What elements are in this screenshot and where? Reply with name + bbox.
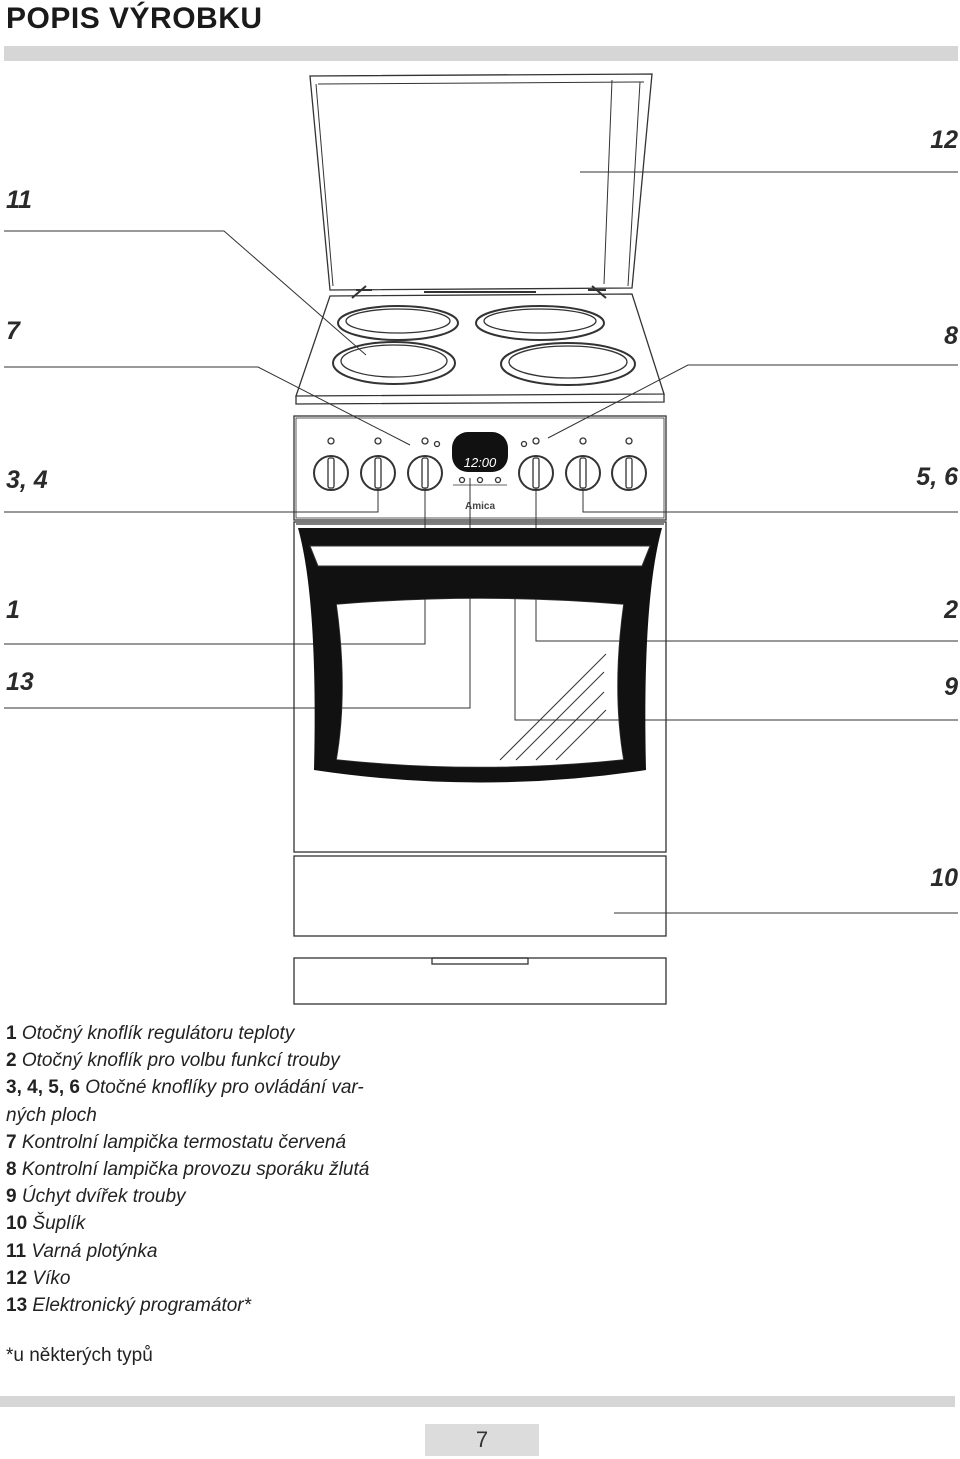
callout-label-10: 10 [930,864,958,892]
title-underline-bar [4,46,958,61]
lamp-operation-yellow [520,440,528,448]
drawer [293,855,667,937]
legend-item: 9 Úchyt dvířek trouby [6,1186,186,1208]
callout-label-8: 8 [944,322,958,350]
callout-label-2: 2 [944,596,958,624]
legend-item: 8 Kontrolní lampička provozu sporáku žlu… [6,1159,370,1181]
page-number: 7 [425,1424,539,1456]
callout-label-11: 11 [6,186,32,214]
callout-label-5-6: 5, 6 [916,463,958,491]
legend-list: 1 Otočný knoflík regulátoru teploty 2 Ot… [6,1020,369,1319]
knob-hotplate-6 [611,455,647,491]
control-panel [293,415,667,521]
lid-outline [309,73,653,291]
legend-item: 11 Varná plotýnka [6,1240,158,1262]
knob-oven-function-2 [518,455,554,491]
drawer-handle [431,957,529,965]
callout-label-1: 1 [6,596,20,624]
knob-hotplate-3 [313,455,349,491]
hotplate-back-left [337,305,459,341]
hotplate-front-right [500,342,636,386]
hotplate-front-left [332,341,456,385]
callout-label-13: 13 [6,668,34,696]
callout-label-9: 9 [944,673,958,701]
drawer-front [293,957,667,1005]
cooker-diagram: 12:00 Amica [4,73,958,1005]
oven-window [335,597,625,769]
knob-hotplate-5 [565,455,601,491]
legend-item: 12 Víko [6,1267,71,1289]
hotplate-back-right [475,305,605,341]
footer-bar [0,1396,955,1407]
display-time-text: 12:00 [464,455,497,470]
programmer-display [452,432,508,472]
page-title: POPIS VÝROBKU [6,2,263,35]
knob-temperature-1 [407,455,443,491]
legend-item: 13 Elektronický programátor* [6,1295,252,1317]
oven-door-handle [309,545,651,567]
callout-label-7: 7 [6,317,20,345]
legend-item: 10 Šuplík [6,1213,86,1235]
lid-inner-line [317,81,645,85]
legend-item: 7 Kontrolní lampička termostatu červená [6,1131,347,1153]
legend-item: 2 Otočný knoflík pro volbu funkcí trouby [6,1050,340,1072]
footnote: *u některých typů [6,1345,153,1366]
lid-hinge-right [588,285,607,299]
callout-label-12: 12 [930,126,958,154]
oven-door-frame [298,528,662,783]
oven-body [293,521,667,853]
lamp-thermostat-red [433,440,441,448]
brand-logo-text: Amica [465,501,495,512]
callout-label-3-4: 3, 4 [6,466,48,494]
knob-hotplate-4 [360,455,396,491]
legend-item: 1 Otočný knoflík regulátoru teploty [6,1023,295,1044]
legend-item: 3, 4, 5, 6 Otočné knoflíky pro ovládání … [6,1077,364,1099]
legend-item-continuation: ných ploch [6,1104,97,1126]
